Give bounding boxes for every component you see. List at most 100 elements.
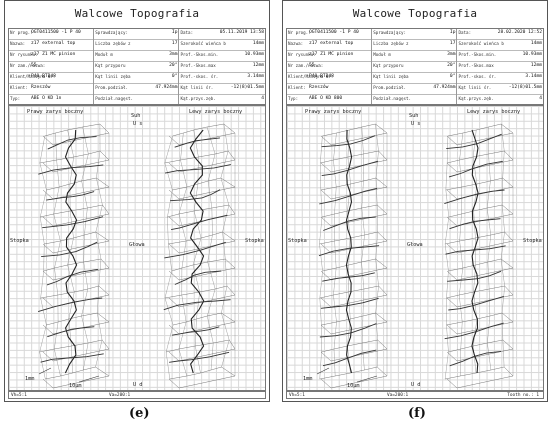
mesh-line: [472, 156, 478, 185]
mesh-line: [39, 135, 45, 164]
tip-label: Głowa: [129, 242, 145, 248]
header-field-value: Ip: [171, 30, 178, 35]
mesh-line: [502, 339, 505, 368]
measured-profile-line: [319, 187, 378, 205]
header-field-label: Prof.-skos. śr.: [180, 74, 219, 79]
mesh-line: [459, 267, 464, 296]
tip-label: Głowa: [407, 242, 423, 248]
header-field-value: Ip: [449, 30, 456, 35]
mesh-line: [319, 270, 323, 299]
header-field-label: Prof.-Skos.min.: [180, 52, 219, 57]
mesh-line: [375, 258, 379, 287]
mesh-line: [193, 183, 199, 212]
header-row: Sprawdzający:Ip: [94, 29, 179, 40]
mesh-line: [319, 285, 388, 308]
measured-profile-line: [447, 270, 502, 282]
mesh-line: [67, 264, 75, 293]
mesh-line: [54, 321, 59, 350]
mesh-line: [446, 285, 514, 308]
mesh-line: [178, 348, 188, 377]
mesh-line: [55, 132, 57, 161]
header-field-label: Kąt linii zęba: [95, 74, 131, 79]
sheet-title: Walcowe Topografia: [74, 7, 200, 20]
header-field-label: Kąt linii śr.: [458, 85, 492, 90]
mesh-line: [178, 186, 188, 215]
measured-profile-line: [322, 272, 375, 282]
mesh-line: [319, 243, 323, 272]
measured-profile-line: [448, 160, 503, 178]
header-field-label: Kąt.przys.zęb.: [180, 96, 216, 101]
header-field-value: 4: [261, 96, 264, 101]
header-field-value: 0°: [449, 74, 456, 79]
measured-profile-line: [471, 129, 479, 374]
mesh-line: [95, 204, 103, 233]
mesh-line: [168, 123, 236, 146]
header-row: Klient/Maszyna Nr:P40 BT248: [9, 73, 94, 84]
header-field-value: 05.11.2019 13:58: [219, 30, 264, 35]
scale-arrow: [356, 375, 378, 383]
header-field-label: Nr zam./nazwa:: [10, 63, 46, 68]
mesh-line: [333, 294, 337, 323]
header-field-value: 55: [31, 63, 37, 68]
mesh-line: [333, 267, 337, 296]
scale-arrow: [78, 375, 100, 383]
header-field-value: 10.93mm: [244, 52, 264, 57]
header-field-value: 28.02.2020 12:52: [497, 30, 542, 35]
footer-right: Tooth no.: 1: [507, 393, 539, 398]
mesh-line: [473, 291, 478, 320]
mesh-line: [167, 204, 236, 227]
header-field-value: ABE O KD 1n: [31, 96, 62, 101]
left-flank-label: Lewy zarys boczny: [467, 109, 521, 115]
mesh-line: [167, 216, 169, 245]
header-field-label: Moduł m: [373, 52, 391, 57]
mesh-line: [39, 162, 47, 191]
header-field-label: Klient:: [10, 85, 28, 90]
mesh-line: [69, 210, 74, 239]
mesh-line: [460, 348, 461, 377]
measured-profile-line: [323, 216, 376, 231]
footer-left: Vh=5:1: [11, 393, 27, 398]
mesh-line: [164, 270, 172, 299]
header-field-label: Klient:: [288, 85, 306, 90]
measured-profile-line: [320, 297, 379, 309]
header-field-value: -12(8)01.5mm: [508, 85, 542, 90]
measured-profile-line: [38, 164, 104, 175]
topography-plot: Prawy zarys boczny Lewy zarys boczny Suh…: [286, 105, 544, 391]
header-field-label: Prom.podział.: [373, 85, 407, 90]
measured-profile-line: [47, 136, 97, 150]
mesh-line: [166, 339, 236, 362]
mesh-line: [320, 177, 388, 200]
mesh-line: [375, 177, 378, 206]
header-row: Kąt linii śr. -12(8)01.5mm: [457, 84, 543, 95]
mesh-line: [83, 261, 88, 290]
mesh-line: [97, 312, 103, 341]
header-field-label: Podział.nagęst.: [95, 96, 134, 101]
header-row: Data:05.11.2019 13:58: [179, 29, 265, 40]
mesh-line: [207, 153, 216, 182]
header-row: Nr rysunku:z17 Z1 MC pinion: [9, 51, 94, 62]
mesh-line: [95, 231, 102, 260]
mesh-line: [334, 240, 337, 269]
header-row: Nr rysunku:z17 Z1 MC pinion: [287, 51, 372, 62]
header-field-value: z17 Z1 MC pinion: [31, 52, 76, 57]
mesh-line: [168, 258, 236, 281]
header-row: Nr zam./nazwa:55: [287, 62, 372, 73]
measured-profile-line: [47, 326, 95, 338]
mesh-line: [68, 318, 72, 347]
header-field-value: 3.14mm: [525, 74, 542, 79]
topography-sheet-f: Walcowe Topografia Nr prog.:OGT0411500 -…: [282, 0, 548, 402]
top-center-label: Suh: [131, 113, 141, 119]
measured-profile-line: [321, 135, 376, 148]
header-field-label: Prom.podział.: [95, 85, 129, 90]
mesh-line: [472, 129, 477, 158]
mesh-line: [459, 240, 464, 269]
mesh-line: [53, 186, 60, 215]
mesh-line: [320, 135, 323, 164]
